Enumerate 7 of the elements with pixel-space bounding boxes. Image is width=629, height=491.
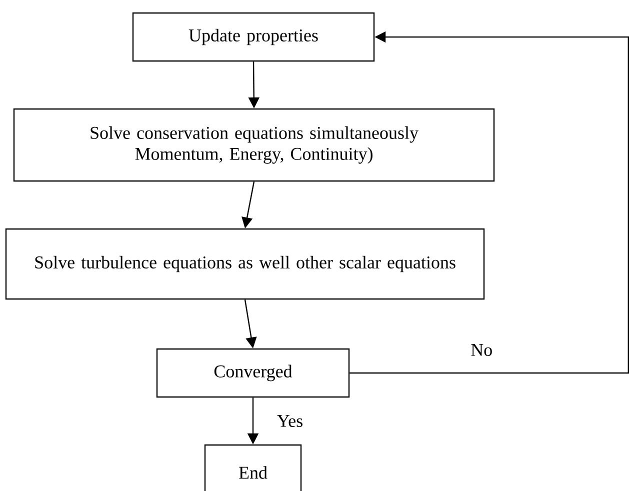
edge-label: Yes [276,414,304,428]
process-box: Solve conservation equations simultaneously Momentum, Energy, Continuity) [13,108,495,182]
process-box: Update properties [132,12,375,62]
process-box: Converged [156,348,350,398]
process-box: End [204,444,302,491]
process-box: Solve turbulence equations as well other scalar equations [5,228,485,300]
edge-label: No [470,343,494,357]
